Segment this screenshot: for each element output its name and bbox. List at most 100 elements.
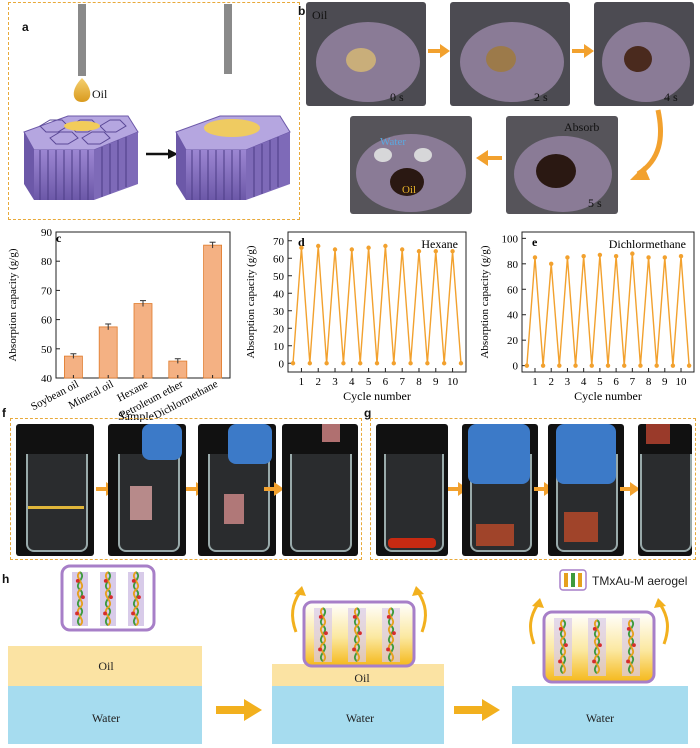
chart-d-point [341, 361, 346, 366]
chart-d-xtick-label: 4 [349, 376, 355, 388]
chart-d-point [324, 361, 329, 366]
chart-c-ytick-label: 50 [41, 344, 53, 356]
chart-e-xtick-label: 6 [613, 376, 619, 388]
chart-d-point [399, 247, 405, 252]
chart-c-ylabel: Absorption capacity (g/g) [7, 248, 19, 361]
photo-g-2 [462, 424, 538, 556]
chart-c-bar [98, 326, 118, 379]
chart-d-xtick-label: 3 [332, 376, 338, 388]
chart-d-point [299, 245, 304, 250]
chart-e-point [540, 363, 546, 368]
oil-label-final: Oil [402, 184, 417, 196]
chart-d-point [307, 361, 313, 366]
panel-e-label: e [532, 235, 538, 249]
chart-c-ytick-label: 90 [41, 227, 53, 239]
chart-e-point [654, 363, 659, 368]
chart-e-point [630, 251, 635, 256]
oil-puddle-right [204, 119, 260, 137]
chart-d-ytick-label: 0 [279, 358, 285, 370]
chart-e-point [662, 255, 667, 260]
chart-d-xtick-label: 7 [399, 376, 405, 388]
chart-d-point [332, 247, 338, 252]
arrow-b-1 [428, 44, 450, 58]
chart-d-point [458, 361, 464, 366]
water-layer-left [8, 686, 202, 744]
chart-e-ytick-label: 0 [513, 361, 519, 373]
chart-d-frame [287, 231, 467, 373]
chart-e-xtick-label: 5 [597, 376, 603, 388]
photo-f-3 [198, 424, 276, 556]
time-label-5: 5 s [588, 196, 602, 210]
chart-e-ytick-label: 80 [507, 259, 519, 271]
chart-d-ytick-label: 10 [273, 341, 285, 353]
panel-c-label: c [56, 231, 62, 245]
photo-b-2s: 2 s [450, 2, 570, 106]
arrow-h-1 [216, 699, 262, 721]
photo-b-4s: 4 s [594, 2, 694, 106]
chart-d-point [433, 249, 438, 254]
chart-e-point [573, 363, 578, 368]
chart-e-xtick-label: 7 [630, 376, 636, 388]
syringe-needle-left [78, 4, 86, 76]
chart-e-annotation: Dichlormethane [609, 237, 686, 251]
chart-d-ytick-label: 20 [273, 323, 285, 335]
chart-c-bar [133, 303, 153, 379]
chart-d-point [408, 361, 413, 366]
chart-c-bar [203, 244, 223, 379]
chart-e-point [686, 363, 692, 368]
panel-d-label: d [298, 235, 305, 249]
panel-a-frame [8, 2, 300, 220]
chart-e-point [638, 363, 643, 368]
chart-d-annotation: Hexane [421, 237, 458, 251]
chart-e-point [605, 363, 611, 368]
chart-e-point [532, 255, 538, 260]
chart-d-xlabel: Cycle number [343, 389, 411, 403]
absorb-label: Absorb [564, 120, 600, 134]
chart-e-xtick-label: 2 [548, 376, 554, 388]
chart-d-point [416, 249, 422, 254]
panel-h-label: h [2, 572, 10, 586]
aerogel-right [542, 610, 656, 684]
honeycomb-block-left [23, 115, 139, 200]
chart-c-ytick-label: 40 [41, 373, 53, 385]
chart-d-ytick-label: 50 [273, 271, 285, 283]
chart-d-point [316, 243, 321, 249]
chart-e-xtick-label: 9 [662, 376, 668, 388]
panel-b-label: b [298, 4, 306, 18]
chart-d-point [391, 361, 396, 366]
chart-d-point [441, 361, 447, 366]
oil-layer-middle [272, 664, 444, 686]
arrow-b-3 [476, 150, 502, 166]
chart-e-series-line [526, 253, 690, 366]
chart-e-xtick-label: 1 [532, 376, 538, 388]
chart-e-point [622, 363, 627, 368]
chart-d-xtick-label: 5 [366, 376, 372, 388]
photo-f-1 [16, 424, 94, 556]
chart-d-xtick-label: 1 [299, 376, 305, 388]
chart-e-xtick-label: 4 [581, 376, 587, 388]
chart-e-ytick-label: 60 [507, 284, 519, 296]
chart-d-ytick-label: 70 [273, 236, 285, 248]
chart-e-ylabel: Absorption capacity (g/g) [479, 245, 491, 358]
oil-label-h-left: Oil [98, 659, 114, 673]
water-label-h-left: Water [92, 711, 120, 725]
water-layer-right [512, 686, 688, 744]
legend-aerogel-label: TMxAu-M aerogel [592, 574, 687, 588]
chart-e-xlabel: Cycle number [574, 389, 642, 403]
oil-drop-label: Oil [92, 87, 108, 101]
time-label-2: 2 s [534, 90, 548, 104]
chart-e-point [557, 363, 562, 368]
photo-g-3 [548, 424, 624, 556]
chart-e-point [581, 253, 586, 259]
chart-d-ytick-label: 60 [273, 253, 285, 265]
aerogel-left [60, 564, 156, 632]
time-label-0: 0 s [390, 90, 404, 104]
chart-e-ytick-label: 20 [507, 335, 519, 347]
chart-c-bar [64, 355, 83, 379]
oil-drop [73, 78, 91, 102]
arrow-g-3 [620, 482, 640, 496]
time-label-4: 4 s [664, 90, 678, 104]
chart-d-ytick-label: 40 [273, 288, 285, 300]
